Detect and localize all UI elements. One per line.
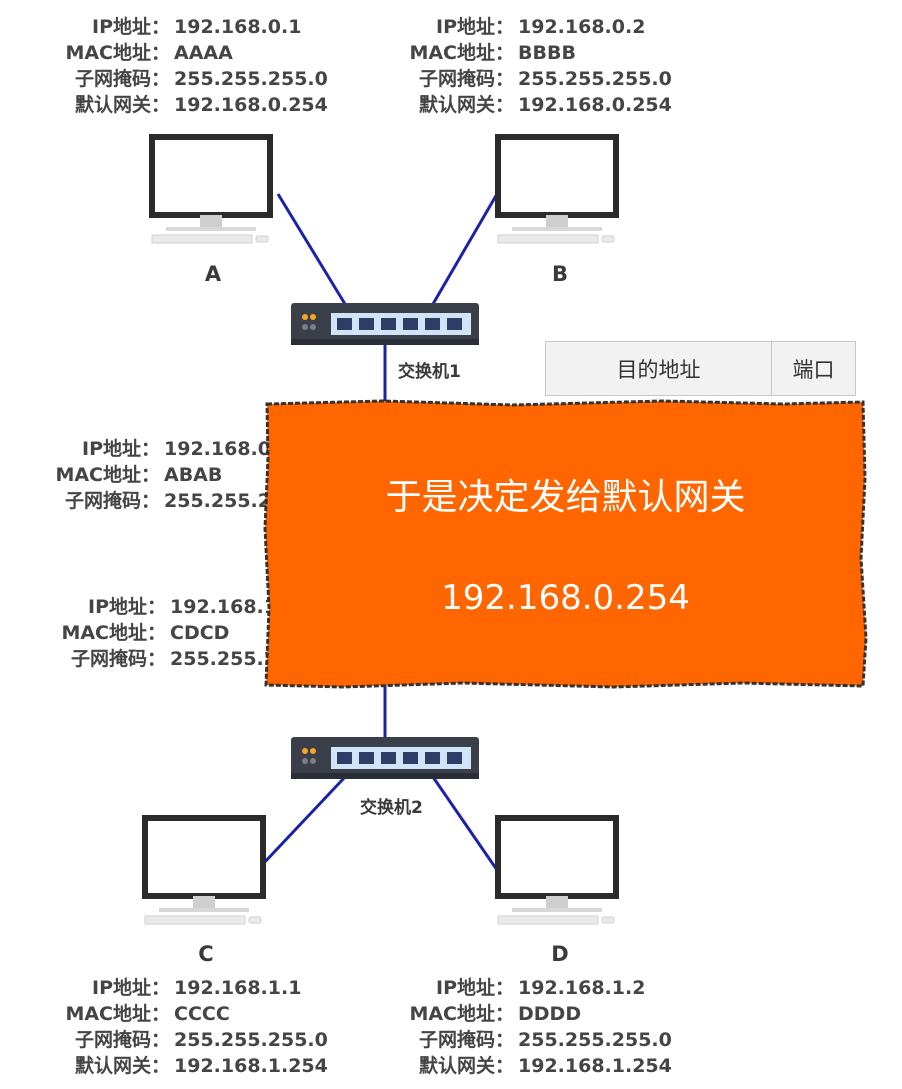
info-row: 子网掩码：255.255.2 — [38, 488, 271, 514]
computer-b-icon — [495, 134, 619, 244]
info-value: CCCC — [174, 1003, 230, 1025]
callout-decision-text: 于是决定发给默认网关 — [385, 477, 746, 518]
host-d-info: IP地址：192.168.1.2 MAC地址：DDDD 子网掩码：255.255… — [392, 975, 672, 1079]
info-key: IP地址： — [88, 596, 166, 618]
info-key: IP地址： — [92, 977, 170, 999]
mac-table-header-port: 端口 — [771, 341, 856, 396]
info-value: CDCD — [170, 622, 230, 644]
info-value: 192.168.1.2 — [518, 977, 646, 999]
mac-table: 目的地址 端口 — [545, 341, 856, 396]
router-lower-port-info: IP地址：192.168.1 MAC地址：CDCD 子网掩码：255.255.2 — [44, 594, 277, 672]
link-b-switch1 — [431, 193, 499, 305]
info-value: 192.168.1.1 — [174, 977, 302, 999]
info-row: IP地址：192.168.1 — [44, 594, 277, 620]
info-value: 192.168.0.1 — [174, 16, 302, 38]
callout-background — [263, 399, 868, 689]
host-b-info: IP地址：192.168.0.2 MAC地址：BBBB 子网掩码：255.255… — [392, 14, 672, 118]
link-switch2-d — [431, 776, 499, 871]
info-key: 默认网关： — [74, 1055, 170, 1077]
info-key: MAC地址： — [55, 464, 160, 486]
link-switch2-c — [260, 775, 347, 867]
info-row: MAC地址：ABAB — [38, 462, 271, 488]
info-key: 默认网关： — [418, 1055, 514, 1077]
info-key: 子网掩码： — [70, 648, 166, 670]
mac-table-header-dest: 目的地址 — [545, 341, 772, 396]
callout-gateway-ip: 192.168.0.254 — [441, 578, 690, 618]
info-value: 192.168.0.254 — [174, 94, 328, 116]
switch2-icon — [291, 737, 479, 779]
info-key: IP地址： — [436, 16, 514, 38]
info-key: IP地址： — [82, 438, 160, 460]
gateway-callout: 于是决定发给默认网关 192.168.0.254 — [263, 398, 868, 690]
info-row: IP地址：192.168.0 — [38, 436, 271, 462]
info-value: 255.255.2 — [170, 648, 277, 670]
info-row: 子网掩码：255.255.2 — [44, 646, 277, 672]
computer-c-label: C — [198, 942, 214, 966]
computer-a-label: A — [204, 262, 222, 286]
computer-c-icon — [142, 815, 266, 925]
info-key: MAC地址： — [61, 622, 166, 644]
info-row: IP地址：192.168.0.2 — [392, 14, 672, 40]
info-key: IP地址： — [436, 977, 514, 999]
info-value: AAAA — [174, 42, 233, 64]
info-row: 默认网关：192.168.0.254 — [48, 92, 328, 118]
info-key: 子网掩码： — [74, 1029, 170, 1051]
host-a-info: IP地址：192.168.0.1 MAC地址：AAAA 子网掩码：255.255… — [48, 14, 328, 118]
info-value: 255.255.255.0 — [174, 1029, 328, 1051]
switch1-icon — [291, 303, 479, 345]
link-a-switch1 — [276, 193, 347, 305]
info-key: MAC地址： — [65, 1003, 170, 1025]
host-c-info: IP地址：192.168.1.1 MAC地址：CCCC 子网掩码：255.255… — [48, 975, 328, 1079]
info-row: IP地址：192.168.1.1 — [48, 975, 328, 1001]
computer-d-icon — [495, 815, 619, 925]
info-row: 默认网关：192.168.1.254 — [48, 1053, 328, 1079]
info-row: 子网掩码：255.255.255.0 — [48, 66, 328, 92]
info-row: 默认网关：192.168.0.254 — [392, 92, 672, 118]
computer-b-label: B — [551, 262, 568, 286]
info-row: IP地址：192.168.1.2 — [392, 975, 672, 1001]
info-key: 默认网关： — [74, 94, 170, 116]
computer-d-label: D — [551, 942, 569, 966]
info-value: BBBB — [518, 42, 576, 64]
info-value: 192.168.0.2 — [518, 16, 646, 38]
info-key: 默认网关： — [418, 94, 514, 116]
info-key: MAC地址： — [409, 1003, 514, 1025]
info-value: 192.168.0 — [164, 438, 271, 460]
info-value: 192.168.1.254 — [518, 1055, 672, 1077]
info-value: DDDD — [518, 1003, 582, 1025]
computer-a-icon — [149, 134, 273, 244]
info-row: MAC地址：BBBB — [392, 40, 672, 66]
info-row: 子网掩码：255.255.255.0 — [392, 66, 672, 92]
switch2-label: 交换机2 — [360, 798, 423, 818]
info-value: 192.168.1 — [170, 596, 277, 618]
info-key: IP地址： — [92, 16, 170, 38]
info-key: 子网掩码： — [64, 490, 160, 512]
info-key: 子网掩码： — [74, 68, 170, 90]
info-key: MAC地址： — [409, 42, 514, 64]
router-upper-port-info: IP地址：192.168.0 MAC地址：ABAB 子网掩码：255.255.2 — [38, 436, 271, 514]
info-key: 子网掩码： — [418, 68, 514, 90]
info-row: 子网掩码：255.255.255.0 — [392, 1027, 672, 1053]
info-value: 255.255.255.0 — [174, 68, 328, 90]
info-row: MAC地址：CCCC — [48, 1001, 328, 1027]
info-row: IP地址：192.168.0.1 — [48, 14, 328, 40]
callout-shape — [263, 399, 868, 689]
info-row: 子网掩码：255.255.255.0 — [48, 1027, 328, 1053]
switch1-label: 交换机1 — [398, 362, 461, 382]
info-value: 255.255.255.0 — [518, 68, 672, 90]
info-key: 子网掩码： — [418, 1029, 514, 1051]
info-value: ABAB — [164, 464, 223, 486]
info-value: 192.168.0.254 — [518, 94, 672, 116]
info-row: MAC地址：CDCD — [44, 620, 277, 646]
info-row: MAC地址：DDDD — [392, 1001, 672, 1027]
info-value: 255.255.255.0 — [518, 1029, 672, 1051]
info-key: MAC地址： — [65, 42, 170, 64]
info-value: 192.168.1.254 — [174, 1055, 328, 1077]
info-row: MAC地址：AAAA — [48, 40, 328, 66]
info-value: 255.255.2 — [164, 490, 271, 512]
info-row: 默认网关：192.168.1.254 — [392, 1053, 672, 1079]
